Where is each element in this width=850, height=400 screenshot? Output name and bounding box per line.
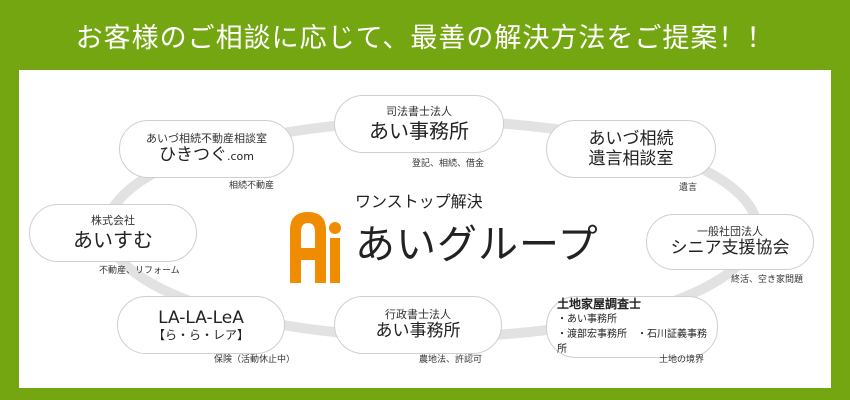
ai-logo	[288, 208, 343, 283]
node-shihou-main: あい事務所	[369, 118, 469, 143]
node-senior: 一般社団法人 シニア支援協会	[646, 214, 814, 270]
node-lalalea-note: 保険（活動休止中）	[214, 355, 296, 365]
node-aisumu-main: あいすむ	[73, 227, 153, 252]
diagram-panel: ワンストップ解決 あいグループ 司法書士法人 あい事務所 登記、相続、借金 あい…	[19, 70, 831, 388]
node-lalalea-top: LA-LA-LeA	[158, 307, 244, 328]
node-hikitsugu-main-wrap: ひきつぐ.com	[159, 145, 254, 165]
node-tochi-note: 土地の境界	[659, 355, 705, 365]
node-gyosei-main: あい事務所	[375, 321, 461, 342]
center-title: あいグループ	[355, 222, 599, 268]
node-hikitsugu-suffix: .com	[227, 150, 254, 164]
node-lalalea: LA-LA-LeA 【ら・ら・レア】	[117, 296, 285, 354]
node-tochi-item: ・あい事務所	[557, 313, 617, 325]
node-hikitsugu: あいづ相続不動産相談室 ひきつぐ.com	[119, 120, 294, 178]
node-tochi-title: 土地家屋調査士	[557, 297, 642, 312]
node-shihou-note: 登記、相続、借金	[412, 159, 485, 169]
node-senior-top: 一般社団法人	[697, 225, 763, 239]
node-gyosei: 行政書士法人 あい事務所	[334, 296, 502, 354]
node-hikitsugu-top: あいづ相続不動産相談室	[146, 132, 267, 146]
node-gyosei-note: 農地法、許認可	[419, 355, 483, 365]
node-tochi-item: ・渡部宏事務所 ・石川証義事務所	[557, 328, 707, 355]
node-senior-note: 終活、空き家問題	[731, 275, 804, 285]
node-tochi-list: ・あい事務所 ・渡部宏事務所 ・石川証義事務所	[557, 312, 707, 357]
node-igon-line2: 遺言相談室	[588, 149, 674, 169]
node-gyosei-top: 行政書士法人	[385, 308, 451, 322]
banner-headline: お客様のご相談に応じて、最善の解決方法をご提案！！	[75, 22, 775, 54]
node-tochi: 土地家屋調査士 ・あい事務所 ・渡部宏事務所 ・石川証義事務所	[546, 296, 718, 358]
node-aisumu-note: 不動産、リフォーム	[99, 266, 180, 276]
node-igon-line1: あいづ相続	[588, 128, 674, 149]
node-hikitsugu-main: ひきつぐ	[159, 145, 227, 166]
node-aisumu-top: 株式会社	[91, 214, 135, 228]
node-aisumu: 株式会社 あいすむ	[29, 204, 197, 262]
center-subtitle: ワンストップ解決	[355, 192, 483, 211]
center-group: ワンストップ解決 あいグループ	[263, 188, 643, 338]
node-igon-note: 遺言	[679, 183, 698, 193]
node-shihou: 司法書士法人 あい事務所	[334, 95, 504, 153]
node-shihou-top: 司法書士法人	[386, 105, 452, 119]
node-hikitsugu-note: 相続不動産	[229, 181, 275, 191]
node-senior-main: シニア支援協会	[670, 238, 790, 259]
node-igon: あいづ相続 遺言相談室	[546, 120, 716, 178]
node-lalalea-main: 【ら・ら・レア】	[152, 328, 249, 342]
